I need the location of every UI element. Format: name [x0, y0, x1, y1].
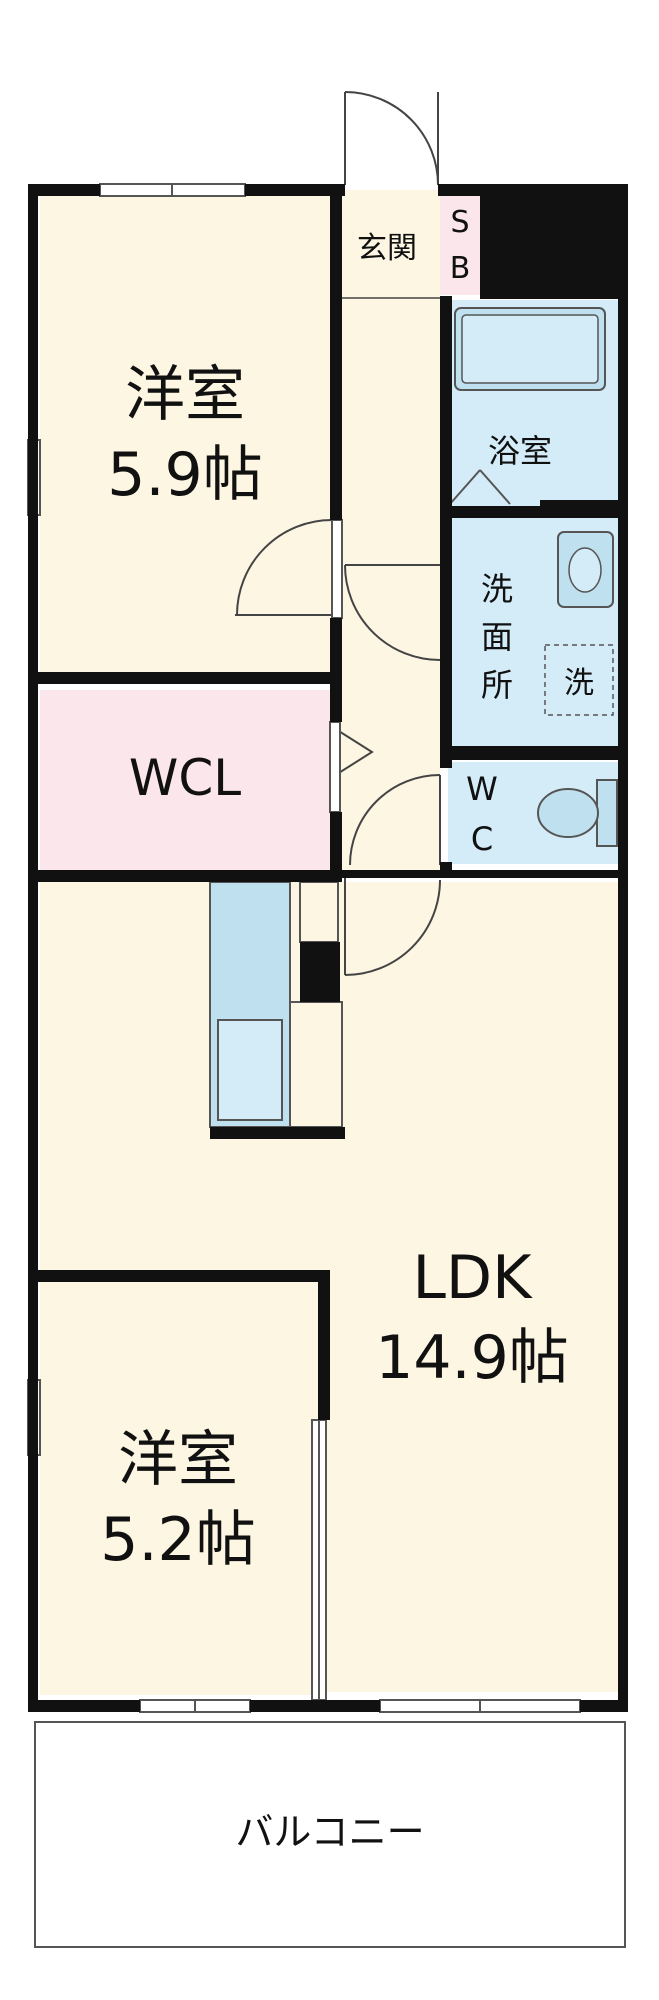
bath-door-mark-a [449, 469, 481, 505]
door-wcl [329, 721, 341, 813]
wc-door [349, 774, 441, 866]
ldk-name: LDK [413, 1243, 534, 1313]
genkan-floor [332, 190, 442, 295]
bedroom2-size: 5.2帖 [100, 1505, 255, 1575]
toilet-tank [596, 779, 618, 847]
toilet-bowl [537, 788, 599, 838]
washer-label: 洗 [564, 666, 594, 701]
bedroom2-floor [40, 1285, 312, 1695]
bathtub-inner [461, 314, 599, 384]
hallway-floor [332, 190, 440, 875]
wcl-floor [40, 690, 332, 870]
window-bedroom1-top [99, 183, 246, 197]
wc-label-line1: W [466, 770, 498, 808]
washer-space [544, 644, 614, 716]
balcony-floor [34, 1721, 626, 1948]
bath-door-mark-b [479, 469, 511, 505]
bath-label: 浴室 [488, 432, 552, 470]
genkan-label: 玄関 [357, 231, 417, 266]
walls [28, 184, 628, 1712]
vanity-bowl [568, 547, 602, 593]
wc-label-line2: C [471, 820, 493, 858]
balcony-label: バルコニー [235, 1810, 424, 1854]
bedroom1-size: 5.9帖 [107, 440, 262, 510]
window-ldk-bottom [379, 1699, 581, 1713]
washroom-label-line3: 所 [481, 666, 513, 704]
bedroom1-name: 洋室 [125, 360, 245, 430]
kitchen-sink [217, 1019, 283, 1121]
wcl-label: WCL [129, 749, 241, 807]
kitchen-back-cabinet [289, 1001, 343, 1128]
entrance-door [344, 91, 439, 186]
washroom-label-line2: 面 [481, 618, 513, 656]
fridge-space [299, 881, 339, 943]
bedroom2-name: 洋室 [118, 1425, 238, 1495]
window-bedroom2-bottom [139, 1699, 251, 1713]
sb-label-line1: S [450, 205, 469, 240]
sb-label-line2: B [450, 251, 471, 286]
kitchen-end-wall [210, 1127, 345, 1139]
door-bedroom1-hall [331, 519, 343, 619]
bedroom1-floor [40, 190, 332, 680]
bedroom1-door [235, 519, 333, 616]
sliding-door-bedroom2 [311, 1419, 327, 1701]
wcl-door [333, 727, 374, 777]
washroom-label-line1: 洗 [481, 570, 513, 608]
sb-floor [440, 190, 480, 295]
hall-door-washroom [344, 564, 445, 661]
ldk-door [344, 878, 441, 976]
ldk-size: 14.9帖 [375, 1323, 569, 1393]
pillar-kitchen [300, 942, 340, 1002]
